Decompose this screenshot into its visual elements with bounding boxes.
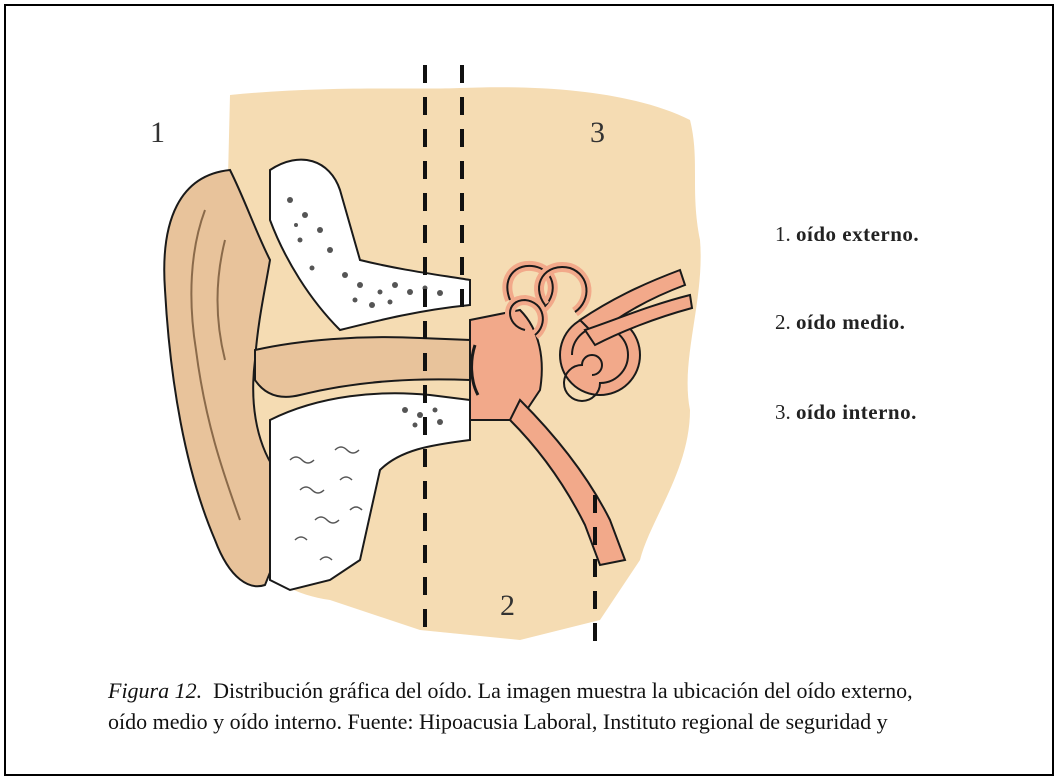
legend-item-2: 2. oído medio. (775, 310, 905, 335)
region-label-1: 1 (150, 116, 165, 149)
middle-ear-cavity (470, 310, 542, 420)
legend-text: oído interno. (796, 400, 917, 424)
caption-line-2: oído medio y oído interno. Fuente: Hipoa… (108, 706, 1028, 737)
legend-item-3: 3. oído interno. (775, 400, 917, 425)
legend-text: oído medio. (796, 310, 905, 334)
caption-line-1: Figura 12. Distribución gráfica del oído… (108, 675, 1028, 706)
ear-anatomy-diagram: 1 3 2 (0, 0, 1060, 680)
region-label-2: 2 (500, 589, 515, 622)
legend-number: 3. (775, 400, 791, 424)
legend-number: 1. (775, 222, 791, 246)
legend-text: oído externo. (796, 222, 919, 246)
figure-caption: Figura 12. Distribución gráfica del oído… (108, 675, 1028, 737)
region-label-3: 3 (590, 116, 605, 149)
legend-item-1: 1. oído externo. (775, 222, 919, 247)
caption-text-1: Distribución gráfica del oído. La imagen… (213, 678, 913, 703)
figure-number: Figura 12. (108, 678, 202, 703)
legend-number: 2. (775, 310, 791, 334)
